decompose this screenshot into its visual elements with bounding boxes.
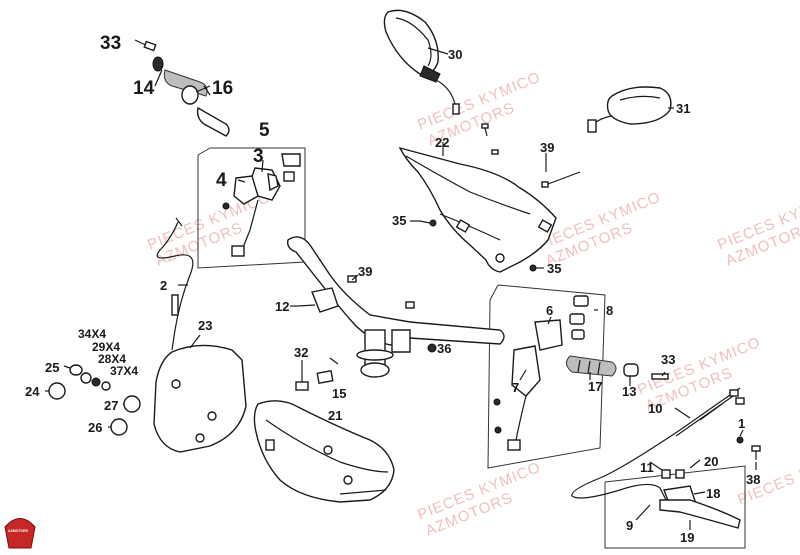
watermark-group: PIECES KYMICO AZMOTORS PIECES KYMICO AZM… [145,69,800,540]
screws-35 [419,219,544,272]
label-17: 17 [588,379,602,394]
brake-cable-10 [571,387,745,501]
azmotors-logo: AZMOTORS [4,518,36,549]
group-box-18 [604,465,746,549]
brake-lever-19 [659,436,761,529]
grip-16 [163,69,230,137]
label-33-top: 33 [100,33,121,54]
mirror-30 [383,9,460,115]
label-9: 9 [626,518,633,533]
label-14: 14 [133,78,155,99]
label-24: 24 [25,384,40,399]
label-3: 3 [253,146,264,167]
label-34: 34X4 [78,327,106,341]
label-10: 10 [648,401,662,416]
mirror-31 [587,86,672,133]
label-23: 23 [198,318,212,333]
switch-housing-left [222,153,301,257]
label-12: 12 [275,299,289,314]
label-5: 5 [259,120,270,141]
label-2: 2 [160,278,167,293]
throttle-cable-2 [156,217,194,351]
handlebar [286,236,505,378]
label-16: 16 [212,78,233,99]
label-13: 13 [622,384,636,399]
front-cover-21 [253,400,395,503]
label-25: 25 [45,360,59,375]
label-32: 32 [294,345,308,360]
label-35-right: 35 [547,261,561,276]
label-31: 31 [676,101,690,116]
label-36: 36 [437,341,451,356]
grip-right-17 [566,355,639,377]
label-20: 20 [704,454,718,469]
switch-housing-right [493,295,589,451]
group-box-5 [197,147,306,269]
leader-lines [45,47,757,530]
label-30: 30 [448,47,462,62]
label-28: 28X4 [98,352,126,366]
screw-33-top [134,39,157,52]
bolt-32 [295,360,334,391]
label-37: 37X4 [110,364,138,378]
label-26: 26 [88,420,102,435]
part-labels: 33 14 16 5 3 4 2 30 31 22 39 35 35 39 12… [25,33,760,545]
label-27: 27 [104,398,118,413]
screws-39-cover [481,123,581,188]
label-22: 22 [435,135,449,150]
label-21: 21 [328,408,342,423]
group-box-8 [487,284,606,469]
label-15: 15 [332,386,346,401]
screw-33-right [651,373,669,380]
label-11: 11 [640,460,654,475]
label-33-right: 33 [661,352,675,367]
logo-text: AZMOTORS [8,529,29,533]
label-39-top: 39 [540,140,554,155]
label-39-bar: 39 [358,264,372,279]
label-19: 19 [680,530,694,545]
label-8: 8 [606,303,613,318]
label-35-left: 35 [392,213,406,228]
grip-end-14 [152,56,164,72]
label-1: 1 [738,416,745,431]
label-6: 6 [546,303,553,318]
label-7: 7 [512,380,519,395]
label-18: 18 [706,486,720,501]
label-4: 4 [216,170,227,191]
handlebar-rear-cover-22 [398,146,557,273]
label-38: 38 [746,472,760,487]
label-29: 29X4 [92,340,120,354]
windscreen-23 [153,344,247,453]
